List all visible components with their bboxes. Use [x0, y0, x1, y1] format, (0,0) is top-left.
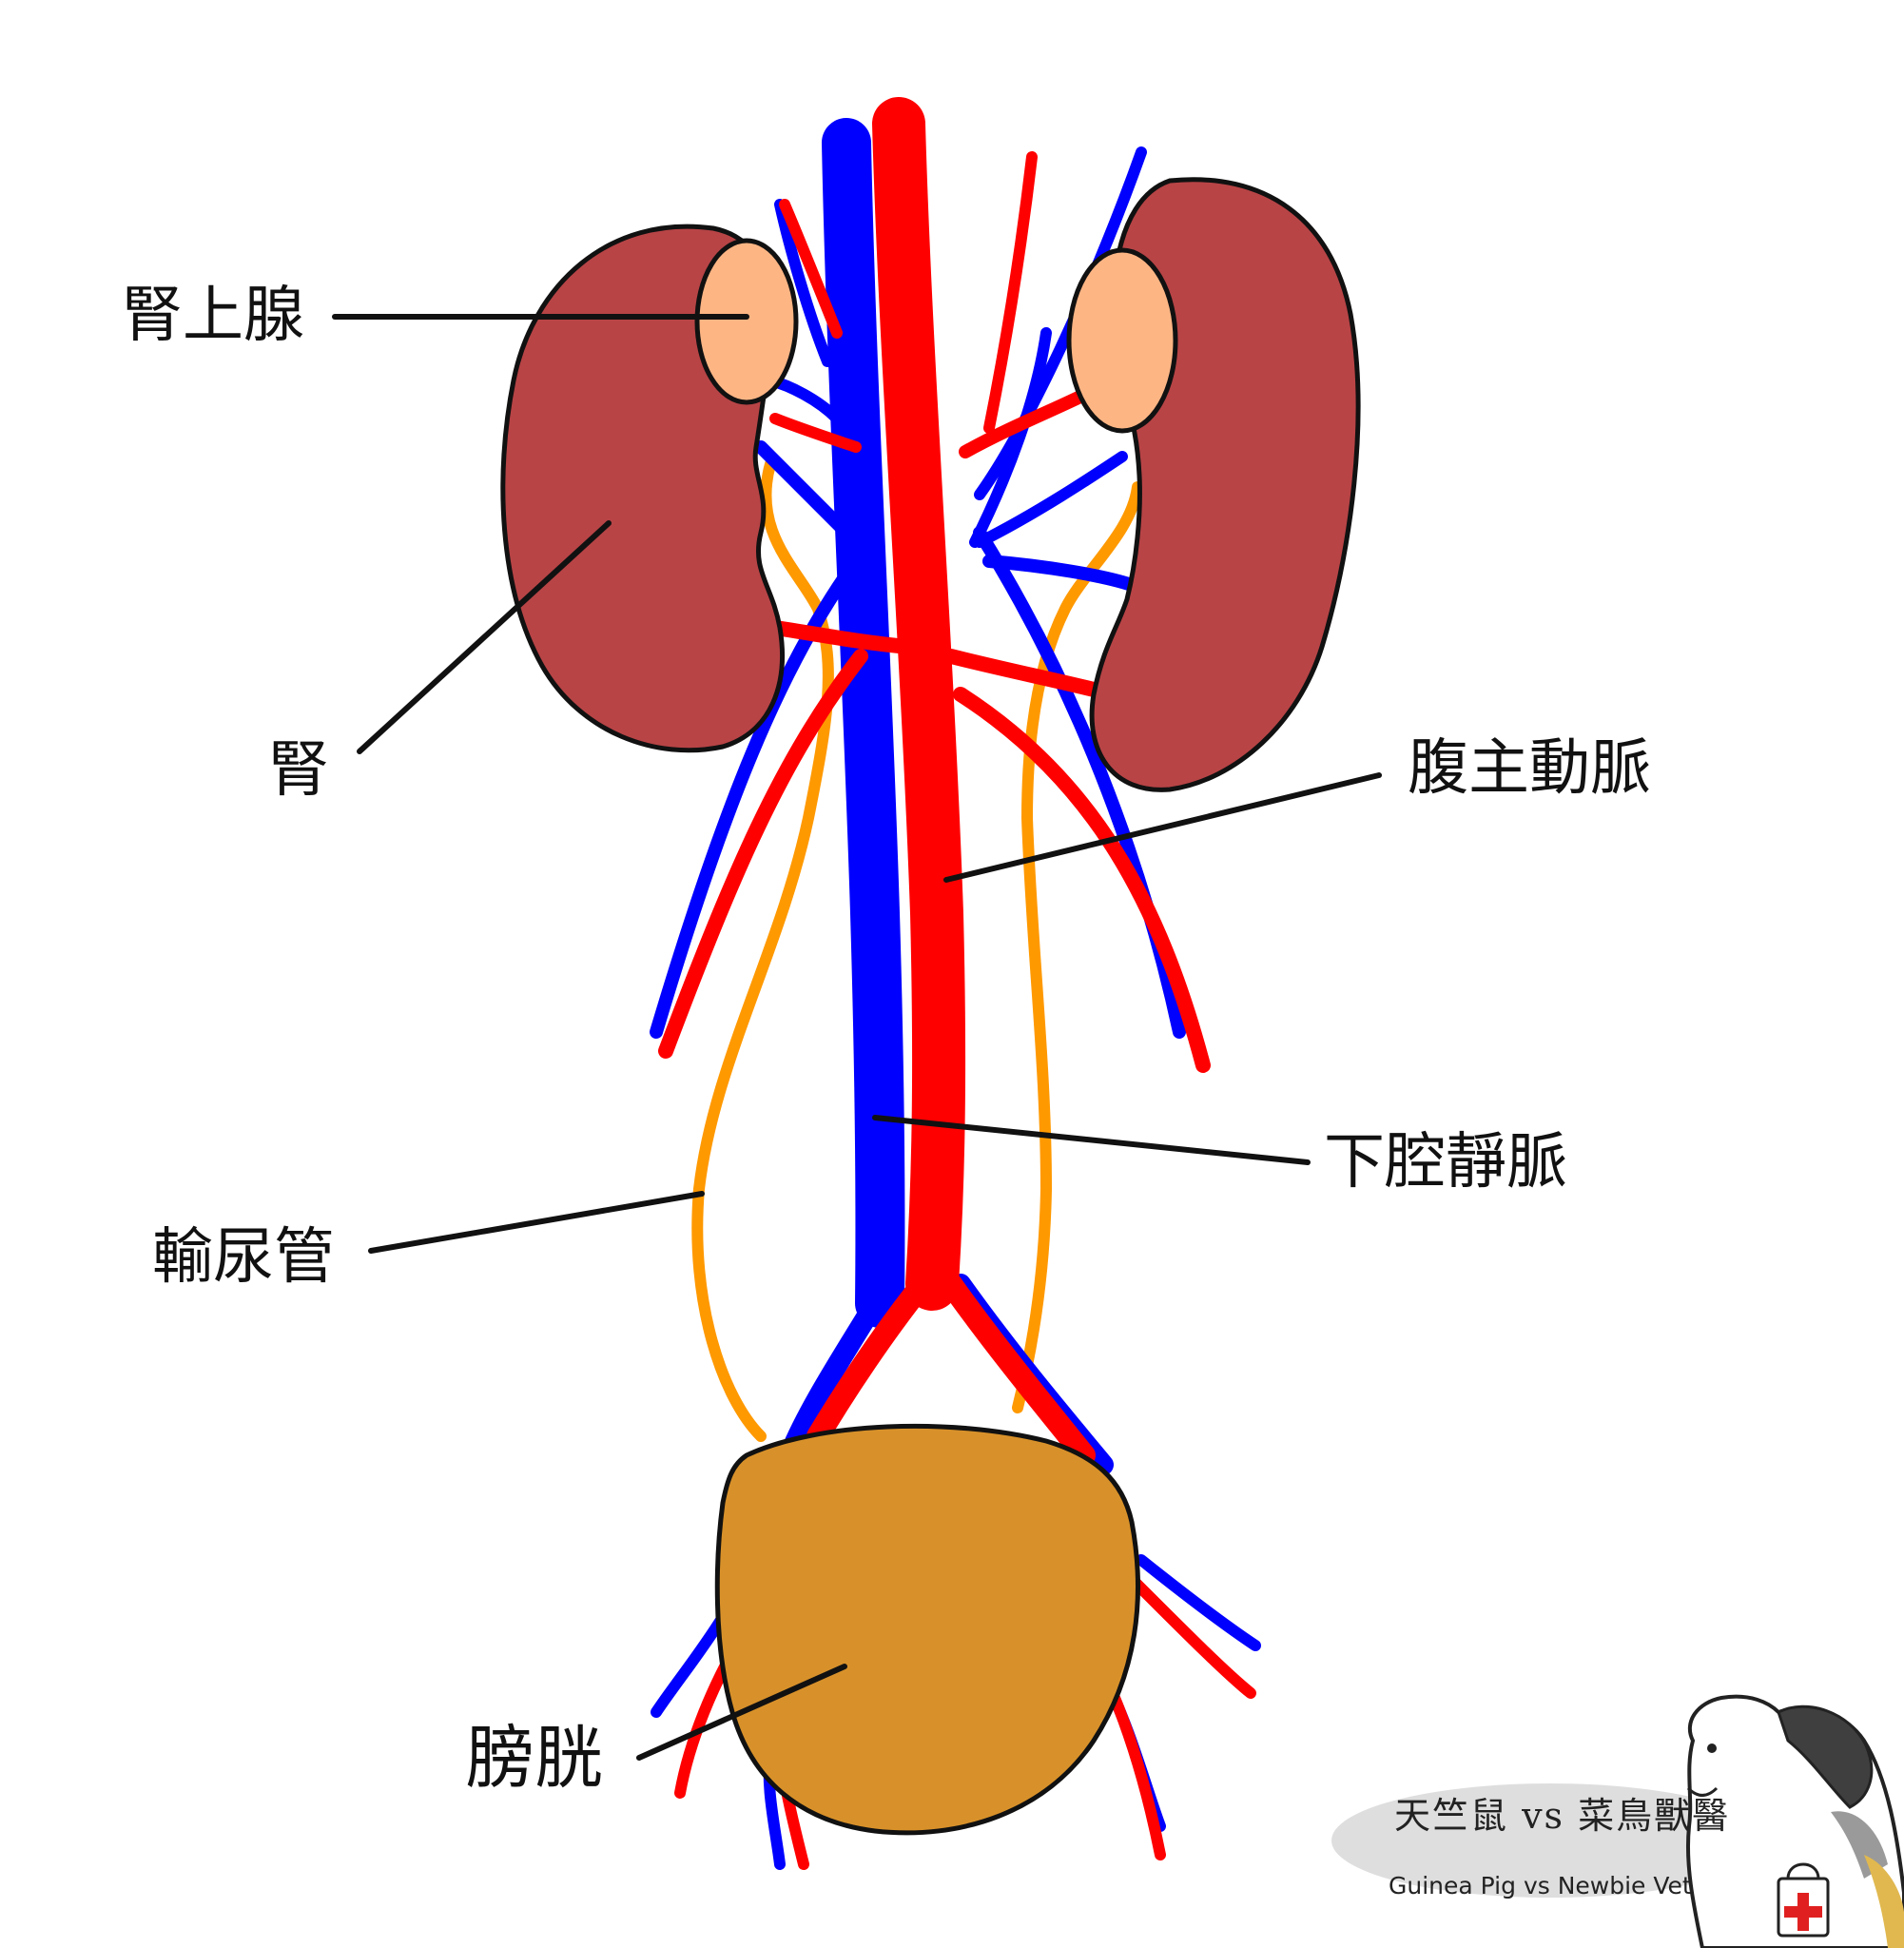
- guinea-pig-eye: [1707, 1743, 1717, 1753]
- medical-cross-icon: [1784, 1893, 1822, 1931]
- right-renal-vein-2: [974, 451, 1128, 548]
- leader-line-aorta: [943, 772, 1382, 883]
- leader-line-ivc: [872, 1115, 1311, 1165]
- iliac-artery-right: [940, 1273, 1096, 1467]
- leader-line-kidney: [357, 520, 612, 754]
- left-adrenal-artery-2: [779, 199, 843, 339]
- left-gonadal-artery: [658, 649, 868, 1059]
- inferior-vena-cava: [822, 118, 905, 1328]
- left-ureter: [691, 458, 834, 1442]
- right-bladder-artery: [1126, 1573, 1256, 1699]
- bladder: [714, 1423, 1140, 1836]
- guinea-pig-mascot: [1331, 1694, 1904, 1948]
- label-adrenal-gland: 腎上腺: [122, 281, 304, 351]
- label-inferior-vena-cava: 下腔靜脈: [1324, 1127, 1567, 1198]
- left-renal-artery: [767, 620, 916, 654]
- leader-line-ureter: [368, 1191, 705, 1254]
- guinea-pig-tan-patch: [1864, 1855, 1904, 1948]
- watermark-title-english: Guinea Pig vs Newbie Vet: [1389, 1872, 1692, 1899]
- bag-handle: [1786, 1862, 1820, 1880]
- watermark-shadow: [1331, 1783, 1769, 1898]
- right-bladder-vein: [1136, 1554, 1261, 1651]
- iliac-artery-left: [806, 1273, 934, 1448]
- arteries: [658, 97, 1256, 1870]
- label-bladder: 膀胱: [466, 1718, 604, 1798]
- right-renal-vein: [982, 555, 1138, 592]
- left-gonadal-vein: [650, 555, 863, 1039]
- right-bladder-artery-2: [1107, 1687, 1166, 1860]
- right-gonadal-artery: [953, 687, 1211, 1073]
- leader-lines: [332, 314, 1382, 1761]
- adrenal-glands: [694, 238, 1178, 434]
- left-adrenal-vein-2: [774, 199, 833, 367]
- watermark-title-chinese: 天竺鼠 vs 菜鳥獸醫: [1394, 1795, 1731, 1837]
- guinea-pig-smile: [1686, 1786, 1719, 1797]
- label-ureter: 輸尿管: [152, 1222, 335, 1293]
- left-renal-vein: [754, 440, 853, 539]
- right-adrenal-gland: [1066, 247, 1178, 434]
- leader-line-bladder: [636, 1664, 847, 1761]
- abdominal-aorta: [872, 97, 966, 1311]
- left-adrenal-gland: [694, 238, 799, 405]
- right-renal-artery: [943, 649, 1101, 697]
- guinea-pig-black-patch: [1777, 1704, 1874, 1809]
- ureters: [691, 458, 1143, 1442]
- left-adrenal-vein-1: [765, 375, 843, 424]
- right-ureter: [1012, 481, 1143, 1413]
- left-bladder-vein: [651, 1611, 729, 1718]
- label-kidney: 腎: [268, 735, 329, 806]
- right-adrenal-artery-1: [959, 388, 1091, 458]
- right-adrenal-artery-2: [983, 151, 1038, 434]
- right-adrenal-vein-2: [974, 146, 1147, 500]
- left-adrenal-artery-1: [769, 413, 862, 453]
- label-abdominal-aorta: 腹主動脈: [1408, 733, 1651, 804]
